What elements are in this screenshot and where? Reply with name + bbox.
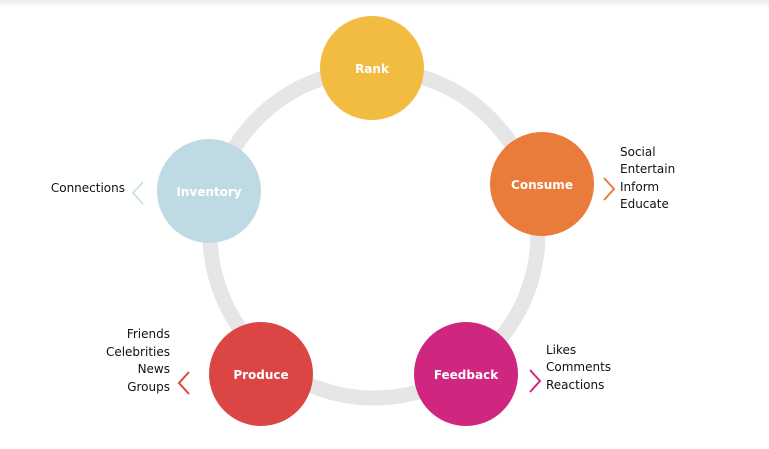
node-consume-label: Consume xyxy=(511,178,573,192)
produce-item: News xyxy=(138,362,170,376)
node-rank: Rank xyxy=(320,16,424,120)
chevron-left-icon xyxy=(177,371,190,395)
node-rank-circle xyxy=(320,16,424,120)
chevron-right-icon xyxy=(603,177,616,201)
feedback-item: Reactions xyxy=(546,378,604,392)
produce-item: Groups xyxy=(127,380,170,394)
chevron-right-icon xyxy=(529,369,542,393)
node-inventory: Inventory Connections xyxy=(51,139,261,243)
top-border xyxy=(0,0,769,8)
consume-item: Educate xyxy=(620,197,669,211)
feedback-item: Comments xyxy=(546,360,611,374)
consume-item: Entertain xyxy=(620,162,675,176)
node-produce-label: Produce xyxy=(233,368,288,382)
node-feedback-circle xyxy=(414,322,518,426)
feedback-item: Likes xyxy=(546,343,576,357)
node-produce-circle xyxy=(209,322,313,426)
node-consume-circle xyxy=(490,132,594,236)
produce-item: Friends xyxy=(127,327,170,341)
node-feedback-label: Feedback xyxy=(434,368,499,382)
consume-item: Inform xyxy=(620,180,659,194)
node-inventory-label: Inventory xyxy=(176,185,241,199)
produce-item: Celebrities xyxy=(106,345,170,359)
inventory-item: Connections xyxy=(51,181,125,195)
node-feedback: Feedback Likes Comments Reactions xyxy=(414,322,611,426)
consume-item: Social xyxy=(620,145,656,159)
node-inventory-circle xyxy=(157,139,261,243)
node-consume: Consume Social Entertain Inform Educate xyxy=(490,132,675,236)
node-rank-label: Rank xyxy=(355,62,390,76)
chevron-left-icon xyxy=(131,181,144,205)
node-produce: Produce Friends Celebrities News Groups xyxy=(106,322,313,426)
